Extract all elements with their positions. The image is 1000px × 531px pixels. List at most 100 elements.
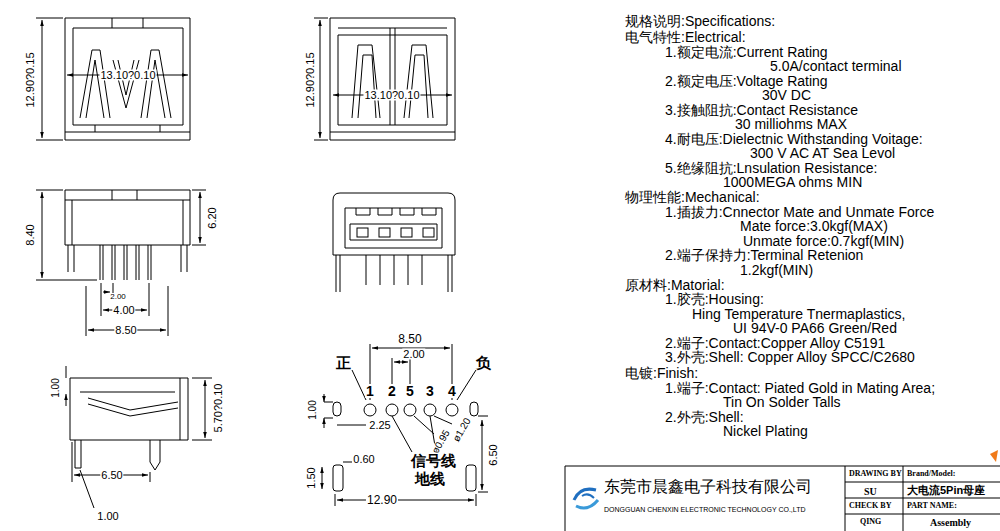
dimension-line — [36, 190, 97, 280]
spec-text: 3.接触阻抗:Contact Resistance — [665, 103, 858, 117]
side-view — [70, 378, 188, 470]
dimension-line — [200, 192, 201, 243]
front-view — [65, 18, 190, 132]
front-view — [80, 50, 110, 118]
dimension-text: 6.50 — [488, 443, 499, 466]
dimension-line — [324, 402, 333, 418]
port-view — [356, 208, 436, 215]
dimension-line — [314, 18, 328, 140]
dimension-line — [322, 344, 488, 506]
dimension-text: 1.00 — [96, 511, 119, 522]
title-block-text: QING — [860, 518, 881, 526]
port-view — [333, 193, 455, 255]
spec-text: Hing Temperature Tnermaplastics, — [692, 307, 905, 321]
company-logo — [574, 489, 596, 500]
wire-label: 信号线 — [410, 453, 457, 468]
dimension-line — [343, 462, 352, 463]
front-view — [73, 28, 183, 125]
spec-text: Mate force:3.0kgf(MAX) — [740, 219, 888, 233]
dimension-text: 13.10?0.10 — [99, 70, 156, 81]
title-block — [565, 466, 1000, 531]
pcb-footprint — [364, 404, 376, 416]
front-view — [141, 50, 171, 118]
rear-view — [330, 18, 455, 140]
dimension-text: 12.90 — [366, 494, 398, 506]
dimension-text: 5.70?0.10 — [213, 383, 224, 434]
dimension-text: 2.25 — [368, 420, 391, 431]
spec-text: 30V DC — [762, 88, 811, 102]
dimension-line — [352, 370, 476, 400]
dimension-text: 1.00 — [51, 377, 61, 398]
pin-side-view — [72, 190, 183, 245]
port-view — [345, 208, 442, 248]
dimension-line — [42, 192, 43, 278]
side-view — [75, 440, 160, 470]
spec-text: 5.绝缘阻抗:Lnsulation Resistance: — [665, 161, 877, 175]
dimension-text: 8.40 — [25, 223, 36, 246]
dimension-line — [394, 362, 408, 363]
pcb-footprint — [446, 404, 458, 416]
spec-text: 5.0A/contact terminal — [770, 59, 902, 73]
dimension-text: 2.00 — [402, 349, 425, 360]
title-block-text: CHECK BY — [849, 502, 891, 510]
spec-text: 1.胶壳:Housing: — [665, 292, 764, 306]
dimension-line — [101, 283, 149, 316]
dimension-line — [324, 394, 325, 402]
dimension-line — [205, 380, 206, 438]
spec-text: UI 94V-0 PA66 Green/Red — [733, 321, 897, 335]
pin-side-view — [68, 245, 187, 272]
dimension-line — [66, 366, 67, 406]
port-view — [423, 228, 434, 237]
title-block-text: Brand/Model: — [907, 470, 955, 478]
spec-text: 原材料:Matorial: — [625, 278, 725, 292]
pcb-footprint — [386, 404, 398, 416]
spec-text: 300 V AC AT Sea Levol — [750, 146, 895, 160]
port-view — [350, 224, 437, 240]
dimension-line — [322, 467, 323, 489]
rear-view — [330, 18, 455, 140]
pin-number: 1 — [365, 384, 375, 398]
dimension-line — [370, 344, 452, 400]
title-block-text: DONGGUAN CHENXIN ELECTRONIC TECHNOLOGY C… — [604, 506, 805, 513]
front-view — [65, 18, 190, 140]
port-view — [333, 193, 455, 292]
port-view — [379, 228, 390, 237]
title-block-text: Assembly — [930, 518, 971, 528]
pin-number: 4 — [447, 384, 457, 398]
dimension-line — [324, 418, 325, 428]
pin-number: 2 — [387, 384, 397, 398]
spec-text: 2.额定电压:Voltage Rating — [665, 74, 828, 88]
dimension-text: ø1.20 — [451, 416, 473, 445]
spec-text: 1.额定电流:Current Rating — [665, 45, 828, 59]
spec-text: 2.端子:Contact:Copper Alloy C5191 — [665, 336, 885, 350]
pin-side-view — [65, 190, 190, 245]
spec-text: 电气特性:Electrical: — [625, 30, 746, 44]
dimension-text: 13.10?0.10 — [363, 90, 420, 101]
spec-text: 2.外壳:Shell: — [665, 410, 744, 424]
spec-text: 1000MEGA ohms MIN — [723, 175, 862, 189]
port-view — [336, 255, 452, 292]
dimension-text: 0.60 — [352, 454, 375, 465]
dimension-line — [478, 416, 488, 492]
spec-text: 3.外壳:Shell: Copper Alloy SPCC/C2680 — [665, 350, 915, 364]
pcb-footprint — [466, 465, 476, 491]
rear-view — [404, 45, 433, 118]
dimension-line — [86, 286, 168, 336]
spec-text: 4.耐电压:Dielectnic Withstanding Voitage: — [665, 132, 923, 146]
spec-text: 2.端子保持力:Terminal Retenion — [665, 248, 863, 262]
spec-text: 1.2kgf(MIN) — [740, 263, 813, 277]
dimension-line — [72, 442, 150, 482]
company-logo — [576, 500, 598, 508]
dimension-text: 4.00 — [112, 305, 135, 316]
spec-text: 规格说明:Specifications: — [625, 14, 775, 28]
corner-mark — [990, 450, 998, 462]
dimension-line — [192, 378, 212, 440]
port-view — [357, 228, 368, 237]
spec-text: 电镀:Finish: — [625, 366, 698, 380]
side-view — [70, 378, 188, 440]
pin-number: 5 — [405, 384, 415, 398]
spec-text: Nickel Plating — [723, 424, 808, 438]
dimension-line — [335, 494, 476, 506]
